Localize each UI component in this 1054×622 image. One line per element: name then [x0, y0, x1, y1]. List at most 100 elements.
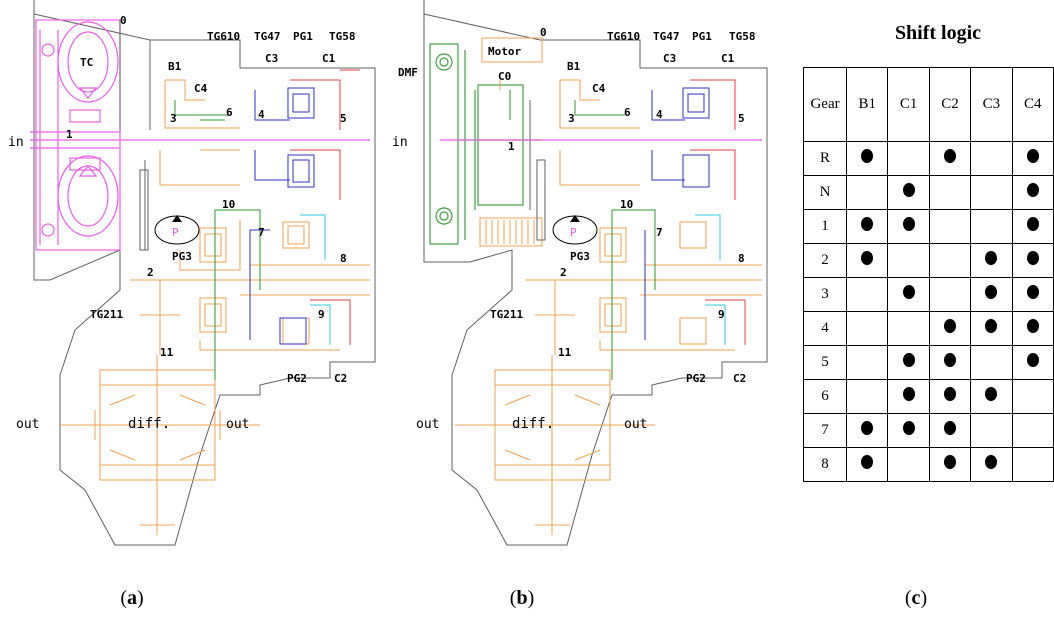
engagement-cell [846, 345, 889, 380]
label-pg2: PG2 [686, 372, 706, 385]
gear-cell: 4 [802, 311, 848, 346]
engagement-cell [1011, 311, 1054, 346]
engagement-cell [970, 175, 1013, 210]
engagement-cell [1011, 447, 1054, 482]
engagement-cell [846, 209, 889, 244]
engagement-cell [928, 209, 972, 244]
caption-a: (a) [120, 587, 144, 609]
label-tg211: TG211 [490, 308, 523, 321]
table-header-cell: C2 [928, 67, 972, 142]
panel-b-schematic: 0 TG610 TG47 PG1 TG58 Motor B1 C3 C1 DMF… [392, 0, 768, 546]
engagement-cell [846, 277, 889, 312]
engaged-dot [1026, 217, 1039, 231]
label-c2: C2 [334, 372, 347, 385]
table-row: 6 [802, 379, 1054, 414]
engagement-cell [928, 277, 972, 312]
label-11: 11 [160, 346, 174, 359]
engagement-cell [928, 447, 972, 482]
engagement-cell [970, 277, 1013, 312]
engaged-dot [861, 251, 874, 265]
engagement-cell [970, 379, 1013, 414]
gear-cell: 5 [802, 345, 848, 380]
label-tg47: TG47 [653, 30, 680, 43]
label-7: 7 [258, 226, 265, 239]
engagement-cell [887, 277, 930, 312]
label-out-right: out [226, 417, 249, 432]
engagement-cell [1011, 277, 1054, 312]
table-header-cell: C4 [1011, 67, 1054, 142]
engagement-cell [1011, 209, 1054, 244]
engaged-dot [985, 285, 998, 299]
engagement-cell [928, 311, 972, 346]
engagement-cell [1011, 345, 1054, 380]
label-motor: Motor [488, 45, 521, 58]
engagement-cell [928, 141, 972, 176]
table-row: 8 [802, 447, 1054, 482]
engagement-cell [1011, 175, 1054, 210]
engagement-cell [887, 141, 930, 176]
label-c4: C4 [194, 82, 208, 95]
engaged-dot [902, 183, 915, 197]
label-10: 10 [222, 198, 235, 211]
label-6: 6 [624, 106, 631, 119]
engagement-cell [970, 141, 1013, 176]
label-pg3: PG3 [570, 250, 590, 263]
engaged-dot [902, 285, 915, 299]
engaged-dot [902, 421, 915, 435]
label-c3: C3 [663, 52, 676, 65]
label-10: 10 [620, 198, 633, 211]
caption-c: (c) [904, 587, 928, 609]
gear-cell: N [802, 175, 848, 210]
engaged-dot [1026, 183, 1039, 197]
engaged-dot [1026, 251, 1039, 265]
engagement-cell [1011, 379, 1054, 414]
engagement-cell [846, 243, 889, 278]
table-row: R [802, 141, 1054, 176]
engagement-cell [887, 311, 930, 346]
gear-cell: 6 [802, 379, 848, 414]
table-header-cell: B1 [846, 67, 889, 142]
torque-converter [30, 19, 370, 251]
label-out-left: out [416, 417, 439, 432]
table-row: 1 [802, 209, 1054, 244]
label-tg610: TG610 [607, 30, 640, 43]
table-row: 3 [802, 277, 1054, 312]
engaged-dot [1026, 353, 1039, 367]
engagement-cell [970, 447, 1013, 482]
engaged-dot [1026, 149, 1039, 163]
engagement-cell [928, 243, 972, 278]
engaged-dot [985, 387, 998, 401]
engagement-cell [887, 209, 930, 244]
label-8: 8 [738, 252, 745, 265]
table-row: 7 [802, 413, 1054, 448]
label-0: 0 [540, 26, 547, 39]
engaged-dot [902, 217, 915, 231]
gear-cell: 1 [802, 209, 848, 244]
label-5: 5 [738, 112, 745, 125]
motor [479, 37, 543, 247]
engaged-dot [944, 421, 957, 435]
table-row: 5 [802, 345, 1054, 380]
gear-cell: 8 [802, 447, 848, 482]
label-4: 4 [258, 108, 265, 121]
engagement-cell [970, 209, 1013, 244]
label-6: 6 [226, 106, 233, 119]
label-pg2: PG2 [287, 372, 307, 385]
label-2: 2 [560, 266, 567, 279]
label-4: 4 [656, 108, 663, 121]
gear-cell: 7 [802, 413, 848, 448]
engagement-cell [887, 447, 930, 482]
engagement-cell [1011, 243, 1054, 278]
label-9: 9 [718, 308, 725, 321]
engaged-dot [861, 217, 874, 231]
shift-logic-title: Shift logic [894, 22, 982, 44]
engagement-cell [887, 345, 930, 380]
engagement-cell [887, 175, 930, 210]
label-c3: C3 [265, 52, 278, 65]
label-1: 1 [66, 128, 73, 141]
panel-a-schematic: 0 TG610 TG47 PG1 TG58 B1 C3 C1 TC C4 6 4… [8, 0, 376, 546]
label-pg3: PG3 [172, 250, 192, 263]
